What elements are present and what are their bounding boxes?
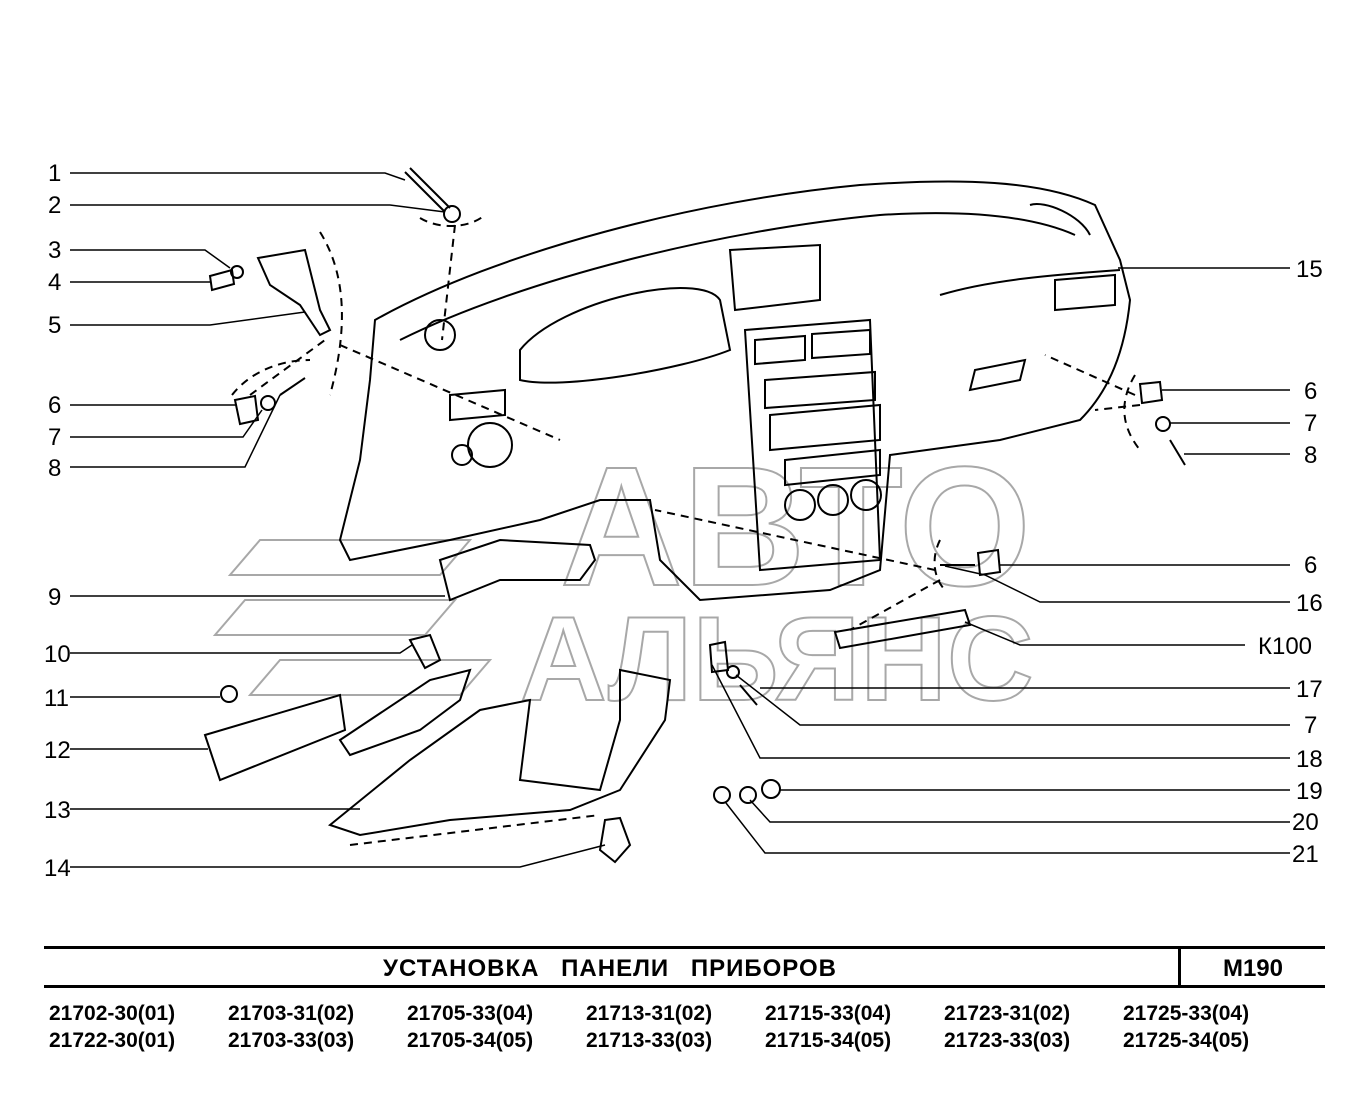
callout-6-right: 6 — [1304, 378, 1317, 405]
watermark: АВТО АЛЬЯНС — [212, 431, 1035, 727]
callout-k100: К100 — [1258, 633, 1312, 660]
model-code: 21703-33(03) — [228, 1029, 355, 1052]
model-code: 21723-33(03) — [944, 1029, 1071, 1052]
clip-part6-right — [1138, 380, 1164, 405]
model-code: 21713-33(03) — [586, 1029, 713, 1052]
diagram-title: УСТАНОВКА ПАНЕЛИ ПРИБОРОВ — [383, 955, 837, 982]
callout-17: 17 — [1296, 676, 1323, 703]
leader-lines — [70, 172, 1290, 868]
callout-6-lower: 6 — [1304, 552, 1317, 579]
screw-part8-left — [279, 377, 306, 396]
washer-part3 — [230, 265, 244, 279]
model-code: 21715-33(04) — [765, 1002, 892, 1025]
model-column: 21723-31(02) 21723-33(03) — [944, 1000, 1124, 1054]
callout-14: 14 — [44, 855, 71, 882]
washer-part21 — [713, 786, 731, 804]
watermark-line1: АВТО — [560, 432, 1031, 622]
small-parts — [203, 167, 1186, 864]
callout-7: 7 — [48, 424, 61, 451]
clip-part6-lower — [976, 548, 1002, 577]
assembly-arrows — [231, 214, 1141, 846]
callout-12: 12 — [44, 737, 71, 764]
callout-8: 8 — [48, 455, 61, 482]
model-code: 21725-34(05) — [1123, 1029, 1250, 1052]
clip-part6-left — [233, 394, 260, 426]
nut-part2 — [443, 205, 461, 223]
right-vent — [1054, 273, 1116, 312]
model-code: 21705-34(05) — [407, 1029, 534, 1052]
model-column: 21705-33(04) 21705-34(05) — [407, 1000, 587, 1054]
callout-11: 11 — [44, 685, 69, 712]
cover-part12 — [203, 693, 347, 782]
callout-1: 1 — [48, 160, 61, 187]
model-code: 21702-30(01) — [49, 1002, 176, 1025]
callout-20: 20 — [1292, 809, 1319, 836]
title-block: УСТАНОВКА ПАНЕЛИ ПРИБОРОВ М190 — [44, 946, 1325, 988]
callout-9: 9 — [48, 584, 61, 611]
bolt-part4 — [208, 268, 236, 292]
callout-labels-right: 15 6 7 8 6 16 К100 17 7 18 19 20 21 — [1258, 256, 1323, 868]
knob-part14 — [598, 816, 632, 864]
diagram-code: М190 — [1178, 949, 1325, 985]
clip-part11 — [220, 685, 238, 703]
model-code: 21713-31(02) — [586, 1002, 713, 1025]
callout-19: 19 — [1296, 778, 1323, 805]
callout-16: 16 — [1296, 590, 1323, 617]
model-code: 21703-31(02) — [228, 1002, 355, 1025]
model-code: 21722-30(01) — [49, 1029, 176, 1052]
model-column: 21703-31(02) 21703-33(03) — [228, 1000, 408, 1054]
callout-7-lower: 7 — [1304, 712, 1317, 739]
stud-part1 — [404, 167, 451, 213]
speaker-grille — [424, 319, 456, 351]
washer-part7-right — [1155, 416, 1171, 432]
model-column: 21715-33(04) 21715-34(05) — [765, 1000, 945, 1054]
callout-10: 10 — [44, 641, 71, 668]
model-code: 21725-33(04) — [1123, 1002, 1250, 1025]
bracket-part9 — [438, 538, 597, 602]
dashboard-panel — [338, 180, 1132, 602]
washer-part20 — [739, 786, 757, 804]
trim-part13 — [327, 668, 672, 837]
callout-5: 5 — [48, 312, 61, 339]
model-column: 21702-30(01) 21722-30(01) — [49, 1000, 229, 1054]
screw-part8-right — [1169, 439, 1186, 466]
nut-part19 — [761, 779, 781, 799]
callout-8-right: 8 — [1304, 442, 1317, 469]
model-column: 21725-33(04) 21725-34(05) — [1123, 1000, 1303, 1054]
callout-7-right: 7 — [1304, 410, 1317, 437]
callout-6: 6 — [48, 392, 61, 419]
center-console — [743, 318, 882, 572]
callout-4: 4 — [48, 269, 61, 296]
display-screen — [728, 243, 821, 312]
callout-21: 21 — [1292, 841, 1319, 868]
exploded-view-diagram: АВТО АЛЬЯНС — [44, 160, 1323, 882]
callout-18: 18 — [1296, 746, 1323, 773]
model-code: 21705-33(04) — [407, 1002, 534, 1025]
watermark-logo — [212, 539, 493, 696]
callout-13: 13 — [44, 797, 71, 824]
left-vent — [449, 388, 506, 422]
model-list: 21702-30(01) 21722-30(01) 21703-31(02) 2… — [44, 1000, 1325, 1060]
callout-3: 3 — [48, 237, 61, 264]
bracket-k100 — [833, 608, 972, 650]
bracket-part5 — [256, 248, 332, 337]
bolt-part17 — [739, 684, 758, 706]
callout-labels-left: 1 2 3 4 5 6 7 8 9 10 11 12 13 14 — [44, 160, 71, 882]
washer-part7-lower — [726, 665, 740, 679]
model-code: 21715-34(05) — [765, 1029, 892, 1052]
clip-part10 — [408, 633, 442, 670]
callout-15: 15 — [1296, 256, 1323, 283]
model-code: 21723-31(02) — [944, 1002, 1071, 1025]
washer-part7-left — [260, 395, 276, 411]
callout-2: 2 — [48, 192, 61, 219]
model-column: 21713-31(02) 21713-33(03) — [586, 1000, 766, 1054]
